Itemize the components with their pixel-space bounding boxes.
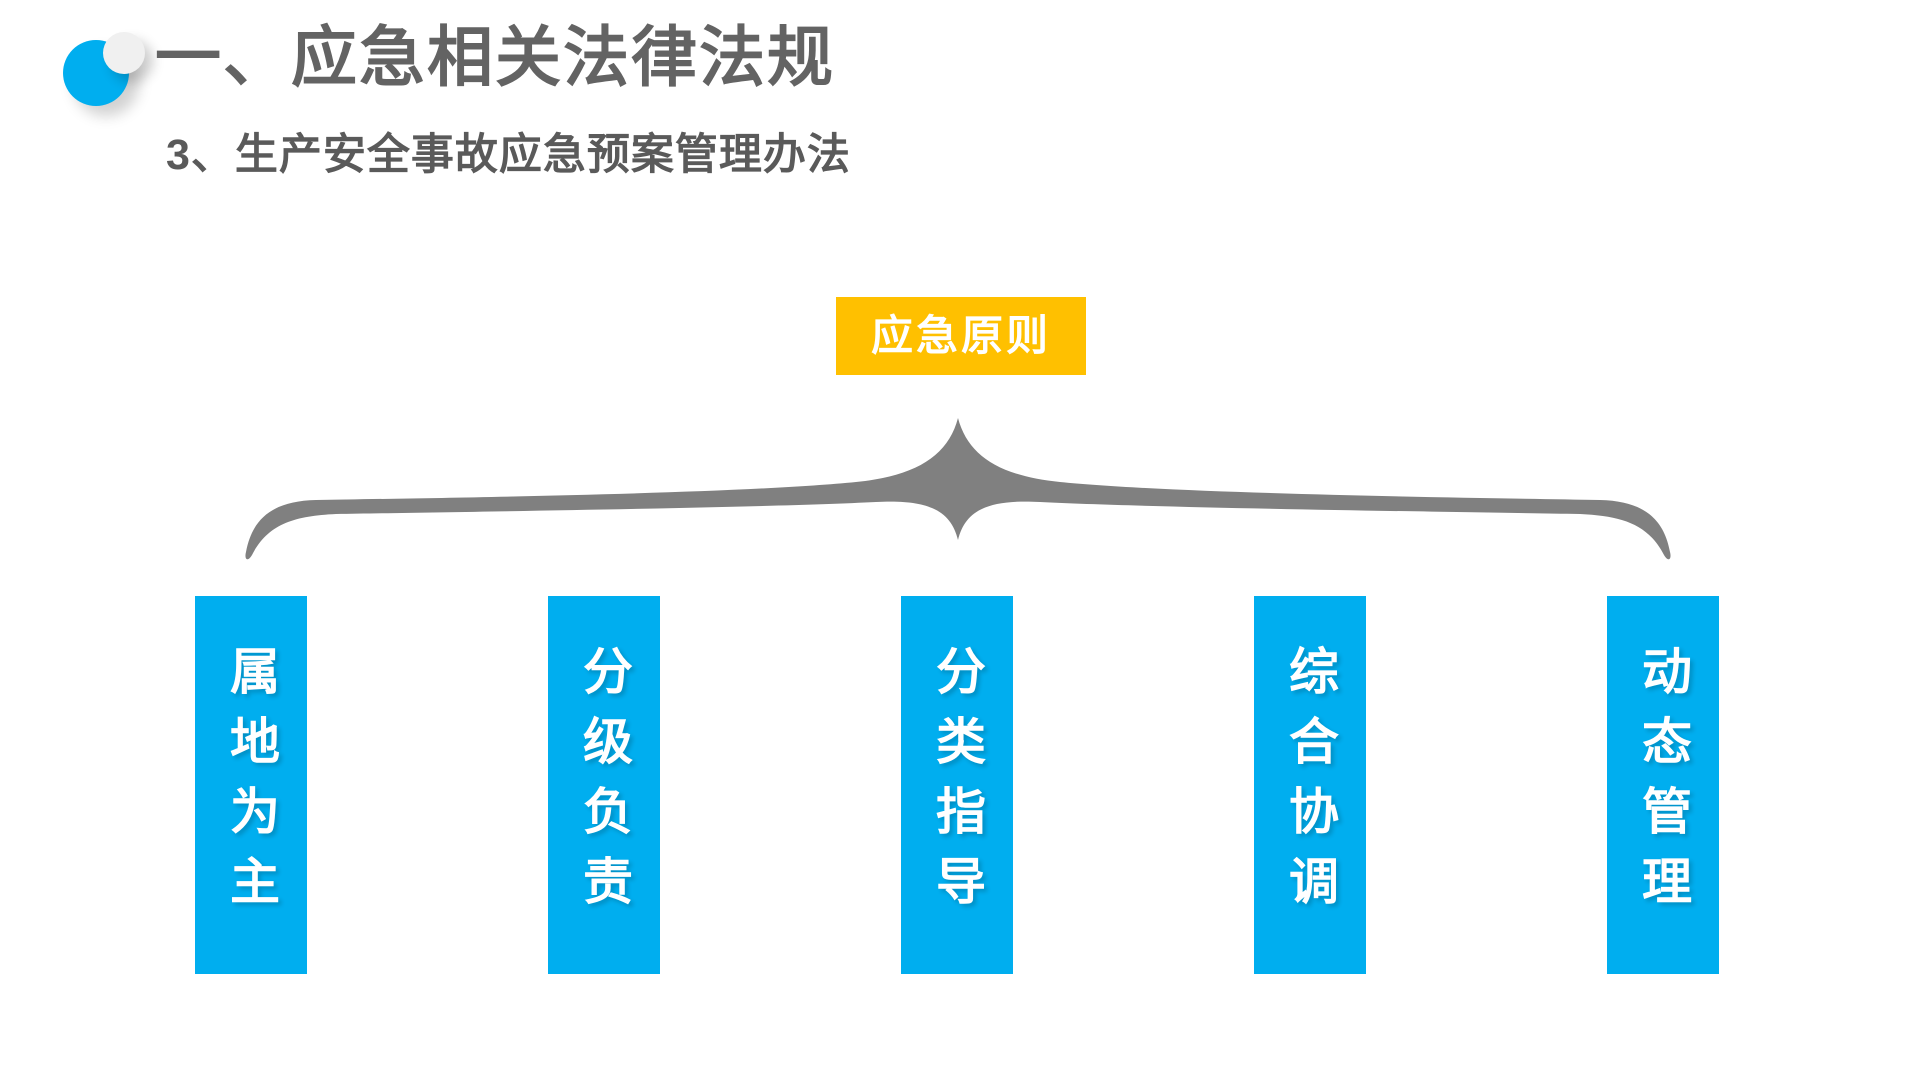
branch-pillar-3[interactable]: 分类指导 <box>901 596 1013 974</box>
branch-pillar-3-label: 分类指导 <box>929 645 985 925</box>
branch-pillar-4-label: 综合协调 <box>1282 645 1338 925</box>
diagram-top-label-text: 应急原则 <box>870 312 1051 359</box>
branch-pillar-2-label: 分级负责 <box>576 645 632 925</box>
branch-pillar-5-label: 动态管理 <box>1635 645 1691 925</box>
branch-pillar-1-label: 属地为主 <box>223 645 279 925</box>
curly-brace-icon <box>0 400 1920 580</box>
branch-pillar-5[interactable]: 动态管理 <box>1607 596 1719 974</box>
bullet-white-circle-icon <box>103 32 145 74</box>
page-title: 一、应急相关法律法规 <box>155 20 835 94</box>
branch-pillar-2[interactable]: 分级负责 <box>548 596 660 974</box>
curly-brace-path <box>245 418 1671 560</box>
two-circles-bullet-icon <box>63 30 155 110</box>
branch-pillar-4[interactable]: 综合协调 <box>1254 596 1366 974</box>
page-subtitle: 3、生产安全事故应急预案管理办法 <box>166 131 851 179</box>
curly-brace-svg <box>245 418 1671 560</box>
slide-header: 一、应急相关法律法规 3、生产安全事故应急预案管理办法 <box>0 0 1920 210</box>
diagram-top-label: 应急原则 <box>836 297 1086 375</box>
branch-pillar-1[interactable]: 属地为主 <box>195 596 307 974</box>
